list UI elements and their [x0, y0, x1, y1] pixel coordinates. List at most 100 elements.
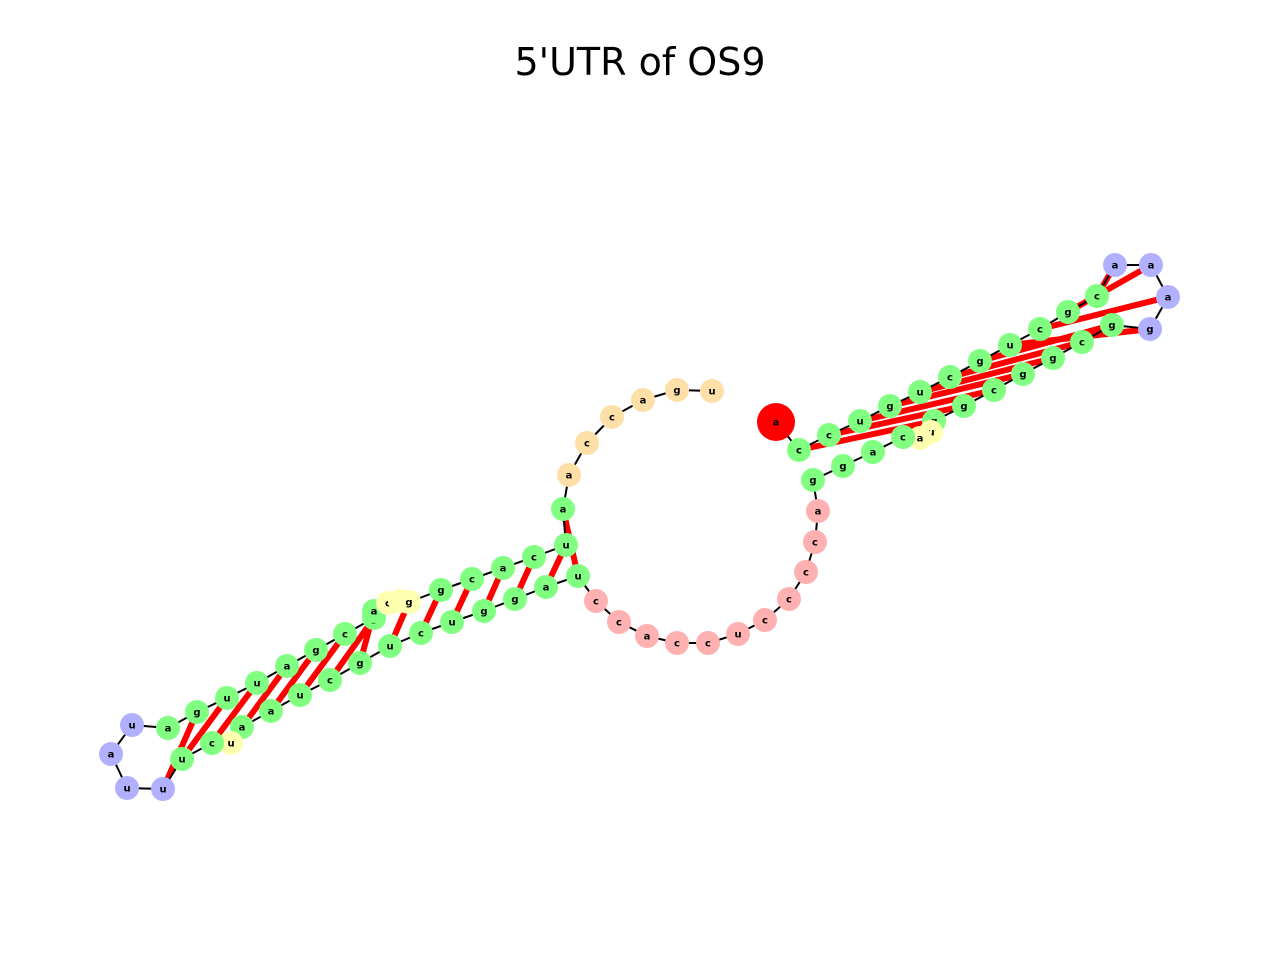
- nucleotide-stem: c: [1085, 284, 1109, 308]
- nucleotide-stem: g: [472, 599, 496, 623]
- nucleotide-circle: [635, 624, 659, 648]
- base-pair-bond: [828, 403, 965, 438]
- nucleotide-circle: [1041, 346, 1065, 370]
- nucleotide-label: g: [976, 357, 983, 368]
- nucleotide-label: g: [1146, 325, 1153, 336]
- nucleotide-circle: [1138, 317, 1162, 341]
- nucleotide-label: u: [856, 417, 863, 428]
- nucleotide-stem: g: [968, 349, 992, 373]
- nucleotide-stem: c: [938, 365, 962, 389]
- nucleotide-label: u: [178, 755, 185, 766]
- base-pair-bond: [919, 355, 1054, 395]
- base-pair-bond: [1039, 294, 1169, 332]
- nucleotide-circle: [554, 533, 578, 557]
- nucleotide-label: g: [839, 462, 846, 473]
- nucleotide-stem: c: [817, 423, 841, 447]
- nucleotide-circle: [575, 431, 599, 455]
- nucleotide-label: c: [803, 568, 809, 579]
- nucleotide-circle: [170, 747, 194, 771]
- nucleotide-circle: [952, 394, 976, 418]
- nucleotide-label: c: [796, 446, 802, 457]
- base-pair-bond: [209, 681, 260, 745]
- nucleotide-label: c: [531, 553, 537, 564]
- nucleotide-layer: accugucgucgcaaaggcggcgguacaggaccccuccacc…: [99, 253, 1180, 801]
- nucleotide-stem: g: [348, 651, 372, 675]
- nucleotide-label: u: [562, 541, 569, 552]
- nucleotide-stem: g: [1056, 300, 1080, 324]
- nucleotide-circle: [891, 425, 915, 449]
- nucleotide-stem: a: [156, 716, 180, 740]
- nucleotide-label: u: [574, 572, 581, 583]
- nucleotide-circle: [245, 671, 269, 695]
- nucleotide-dangling: c: [575, 431, 599, 455]
- nucleotide-loop: a: [806, 499, 830, 523]
- nucleotide-circle: [409, 621, 433, 645]
- nucleotide-label: a: [815, 507, 822, 518]
- nucleotide-label: c: [674, 639, 680, 650]
- nucleotide-circle: [861, 440, 885, 464]
- nucleotide-circle: [318, 668, 342, 692]
- nucleotide-label: c: [705, 639, 711, 650]
- nucleotide-stem: u: [288, 683, 312, 707]
- nucleotide-label: c: [826, 431, 832, 442]
- nucleotide-label: c: [1094, 292, 1100, 303]
- nucleotide-circle: [522, 545, 546, 569]
- nucleotide-stem: c: [318, 668, 342, 692]
- base-pair-bond: [949, 339, 1083, 380]
- nucleotide-stem: c: [460, 567, 484, 591]
- nucleotide-label: u: [223, 694, 230, 705]
- nucleotide-circle: [908, 380, 932, 404]
- nucleotide-dangling: a: [557, 463, 581, 487]
- nucleotide-label: a: [239, 723, 246, 734]
- nucleotide-circle: [115, 776, 139, 800]
- nucleotide-hairpin: a: [1139, 253, 1163, 277]
- nucleotide-label: u: [708, 387, 715, 398]
- nucleotide-circle: [1011, 362, 1035, 386]
- nucleotide-hairpin: g: [1138, 317, 1162, 341]
- nucleotide-circle: [551, 497, 575, 521]
- nucleotide-stem: g: [878, 394, 902, 418]
- nucleotide-circle: [275, 654, 299, 678]
- nucleotide-label: c: [616, 618, 622, 629]
- nucleotide-five-prime-end: a: [757, 403, 795, 441]
- nucleotide-label: a: [773, 418, 780, 429]
- nucleotide-circle: [503, 587, 527, 611]
- nucleotide-hairpin: u: [151, 777, 175, 801]
- nucleotide-stem: a: [259, 699, 283, 723]
- base-pair-bond: [239, 664, 290, 729]
- nucleotide-stem: u: [170, 747, 194, 771]
- nucleotide-stem: u: [245, 671, 269, 695]
- nucleotide-label: g: [312, 646, 319, 657]
- nucleotide-label: c: [947, 373, 953, 384]
- nucleotide-circle: [777, 587, 801, 611]
- nucleotide-circle: [801, 468, 825, 492]
- nucleotide-label: a: [500, 564, 507, 575]
- nucleotide-circle: [440, 610, 464, 634]
- nucleotide-label: c: [327, 676, 333, 687]
- nucleotide-circle: [397, 590, 421, 614]
- nucleotide-label: a: [371, 607, 378, 618]
- nucleotide-label: g: [1049, 354, 1056, 365]
- nucleotide-circle: [726, 622, 750, 646]
- nucleotide-label: u: [927, 428, 934, 439]
- nucleotide-label: c: [209, 739, 215, 750]
- base-pair-bond: [859, 387, 995, 424]
- nucleotide-label: g: [1108, 321, 1115, 332]
- nucleotide-label: a: [268, 707, 275, 718]
- nucleotide-circle: [1028, 317, 1052, 341]
- base-pair-bond: [297, 632, 348, 697]
- nucleotide-label: u: [1006, 341, 1013, 352]
- nucleotide-label: c: [991, 386, 997, 397]
- nucleotide-label: u: [386, 642, 393, 653]
- nucleotide-circle: [378, 634, 402, 658]
- diagram-title: 5'UTR of OS9: [514, 40, 766, 84]
- nucleotide-bulge: a: [908, 426, 932, 450]
- nucleotide-label: a: [917, 434, 924, 445]
- nucleotide-label: u: [227, 739, 234, 750]
- nucleotide-label: g: [405, 598, 412, 609]
- nucleotide-hairpin: a: [1156, 285, 1180, 309]
- nucleotide-loop: c: [696, 631, 720, 655]
- nucleotide-stem: u: [848, 409, 872, 433]
- nucleotide-stem: g: [952, 394, 976, 418]
- nucleotide-dangling: u: [700, 379, 724, 403]
